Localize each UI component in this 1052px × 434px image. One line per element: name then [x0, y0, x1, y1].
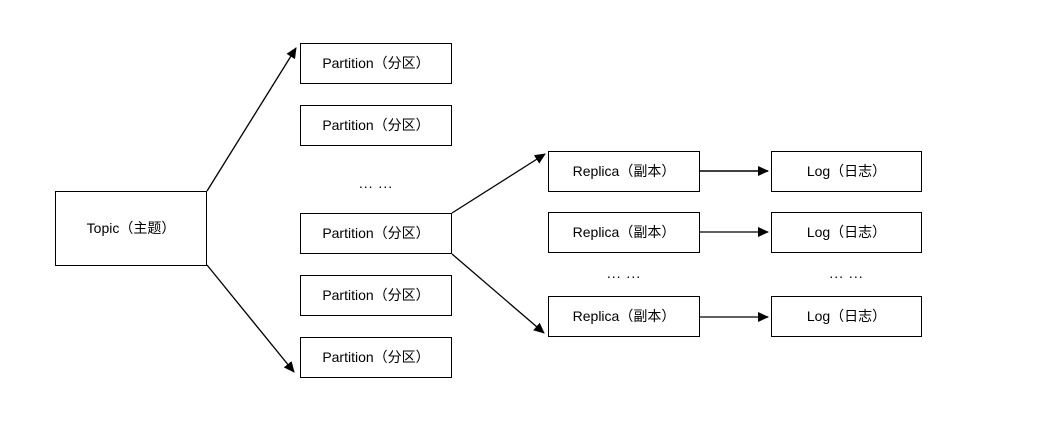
node-partition-2: Partition（分区）: [300, 105, 452, 146]
node-replica-3: Replica（副本）: [548, 296, 700, 337]
ellipsis-replicas: ... ...: [606, 265, 642, 281]
node-partition-5: Partition（分区）: [300, 337, 452, 378]
edge-partition-3-to-replica-1: [451, 153, 546, 214]
node-replica-2: Replica（副本）: [548, 212, 700, 253]
node-topic: Topic（主题）: [55, 191, 207, 266]
node-log-1: Log（日志）: [771, 151, 922, 192]
node-partition-1: Partition（分区）: [300, 43, 452, 84]
ellipsis-logs: ... ...: [829, 265, 864, 281]
edge-topic-to-partition-5: [206, 264, 295, 373]
node-partition-3: Partition（分区）: [300, 213, 452, 254]
node-replica-1: Replica（副本）: [548, 151, 700, 192]
edge-partition-3-to-replica-3: [451, 253, 545, 334]
node-log-2: Log（日志）: [771, 212, 922, 253]
edge-topic-to-partition-1: [206, 47, 297, 192]
ellipsis-partitions: ... ...: [358, 175, 394, 191]
node-log-3: Log（日志）: [771, 296, 922, 337]
node-partition-4: Partition（分区）: [300, 275, 452, 316]
